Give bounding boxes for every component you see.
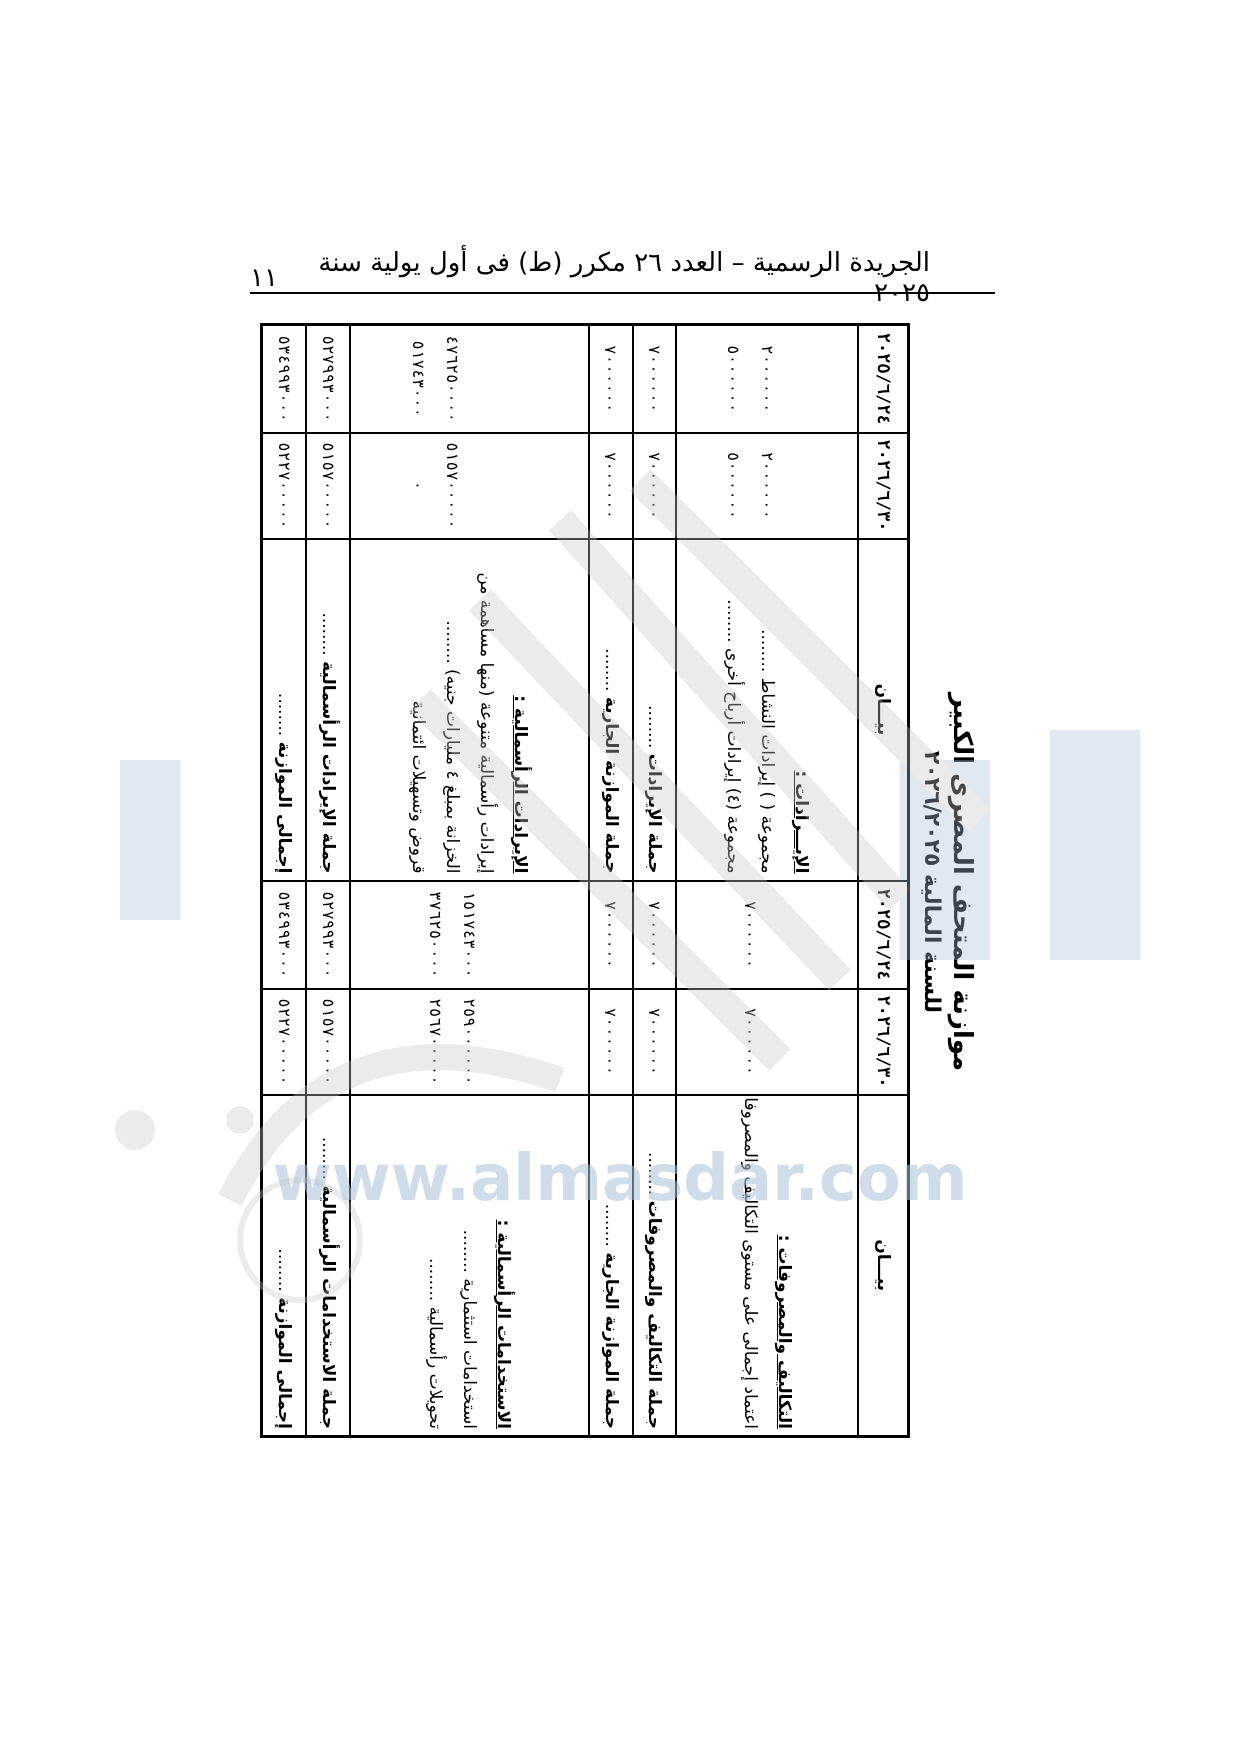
- document-title-line2: للسنة المالية ٢٠٢٦/٢٠٢٥: [919, 750, 945, 1014]
- costs-grand-total-current: ٥٢٢٧٠٠٠٠٠: [261, 988, 307, 1095]
- revenue-grand-total-label: إجمالى الموازنة: [261, 538, 307, 881]
- capital-uses-previous: ١٥١٧٤٣٠٠٠ ٣٧٦٢٥٠٠٠٠: [349, 880, 589, 989]
- investments-label: استخدامات استثمارية: [452, 1102, 486, 1429]
- page-number: ١١: [250, 263, 278, 293]
- revenue-items-cell: الإيـــرادات : مجموعة ( ) إيرادات النشاط…: [676, 538, 858, 881]
- revenue-items-current: ٢٠٠٠٠٠٠ ٥٠٠٠٠٠٠: [676, 432, 858, 539]
- rotated-table-wrapper: موازنة المتحف المصرى الكبير للسنة المالي…: [260, 323, 977, 1438]
- costs-item1-current: ٧٠٠٠٠٠٠: [676, 988, 858, 1095]
- table-row: إجمالى الموازنة ٥٢٢٧٠٠٠٠٠ ٥٣٤٩٩٣٠٠٠ إجما…: [261, 324, 307, 1437]
- capital-item1-label-b: الخزانة بمبلغ ٤ مليارات جنيه): [435, 546, 469, 873]
- budget-table-rotated: موازنة المتحف المصرى الكبير للسنة المالي…: [260, 323, 977, 1438]
- costs-current-budget-label: جملة الموازنة الجارية: [588, 1094, 633, 1437]
- costs-section-title: التكاليف والمصروفات :: [774, 1234, 795, 1429]
- total-revenue-current: ٧٠٠٠٠٠٠: [632, 432, 677, 539]
- costs-current-budget-current: ٧٠٠٠٠٠٠: [588, 988, 633, 1095]
- total-capital-uses-current: ٥١٥٧٠٠٠٠٠: [306, 988, 350, 1095]
- header-statement-left: بيـــان: [858, 538, 909, 881]
- total-capital-uses-label: جملة الاستخدامات الرأسمالية: [306, 1094, 350, 1437]
- costs-item1-label: اعتماد إجمالى على مستوى التكاليف والمصرو…: [740, 1094, 761, 1430]
- capital-item1-label-a: إيرادات رأسمالية متنوعة (منها مساهمة من: [476, 572, 497, 874]
- header-date-current-left: ٢٠٢٦/٦/٣٠: [858, 432, 909, 539]
- costs-item1-previous: ٧٠٠٠٠٠٠: [676, 880, 858, 989]
- costs-items-cell: التكاليف والمصروفات : اعتماد إجمالى على …: [676, 1094, 858, 1437]
- revenue-items-previous: ٢٠٠٠٠٠٠ ٥٠٠٠٠٠٠: [676, 324, 858, 433]
- table-row: التكاليف والمصروفات : اعتماد إجمالى على …: [676, 324, 858, 1437]
- revenue-grand-total-previous: ٥٣٤٩٩٣٠٠٠: [261, 324, 307, 433]
- capital-item2-label: قروض وتسهيلات ائتمانية: [408, 700, 429, 874]
- costs-current-budget-previous: ٧٠٠٠٠٠٠: [588, 880, 633, 989]
- table-row: جملة التكاليف والمصروفات ٧٠٠٠٠٠٠ ٧٠٠٠٠٠٠…: [632, 324, 677, 1437]
- capital-revenue-cell: الإيرادات الرأسمالية : إيرادات رأسمالية …: [349, 538, 589, 881]
- capital-uses-cell: الاستخدامات الرأسمالية : استخدامات استثم…: [349, 1094, 589, 1437]
- document-title-line1: موازنة المتحف المصرى الكبير: [947, 692, 977, 1072]
- header-rule: [250, 292, 995, 294]
- total-capital-revenue-previous: ٥٢٧٩٩٣٠٠٠: [306, 324, 350, 433]
- header-statement-right: بيـــان: [858, 1094, 909, 1437]
- total-capital-revenue-current: ٥١٥٧٠٠٠٠٠: [306, 432, 350, 539]
- total-capital-revenue-label: جملة الإيرادات الرأسمالية: [306, 538, 350, 881]
- document-title: موازنة المتحف المصرى الكبير للسنة المالي…: [918, 326, 978, 1438]
- revenue-current-budget-previous: ٧٠٠٠٠٠٠: [588, 324, 633, 433]
- revenue-current-budget-label: جملة الموازنة الجارية: [588, 538, 633, 881]
- capital-revenue-title: الإيرادات الرأسمالية :: [510, 695, 531, 874]
- costs-grand-total-label: إجمالى الموازنة: [261, 1094, 307, 1437]
- revenue-current-budget-current: ٧٠٠٠٠٠٠: [588, 432, 633, 539]
- capital-uses-title: الاستخدامات الرأسمالية :: [493, 1219, 514, 1429]
- capital-uses-current: ٢٥٩٠٠٠٠٠٠ ٢٥٦٧٠٠٠٠٠: [349, 988, 589, 1095]
- total-revenue-label: جملة الإيرادات: [632, 538, 677, 881]
- total-capital-uses-previous: ٥٢٧٩٩٣٠٠٠: [306, 880, 350, 989]
- budget-table: بيـــان ٢٠٢٦/٦/٣٠ ٢٠٢٥/٦/٢٤ بيـــان ٢٠٢٦…: [260, 323, 910, 1438]
- revenue-grand-total-current: ٥٢٢٧٠٠٠٠٠: [261, 432, 307, 539]
- total-revenue-previous: ٧٠٠٠٠٠٠: [632, 324, 677, 433]
- costs-grand-total-previous: ٥٣٤٩٩٣٠٠٠: [261, 880, 307, 989]
- table-row: جملة الموازنة الجارية ٧٠٠٠٠٠٠ ٧٠٠٠٠٠٠ جم…: [588, 324, 633, 1437]
- header-date-previous-left: ٢٠٢٥/٦/٢٤: [858, 324, 909, 433]
- header-date-current-right: ٢٠٢٦/٦/٣٠: [858, 988, 909, 1095]
- total-costs-current: ٧٠٠٠٠٠٠: [632, 988, 677, 1095]
- header-date-previous-right: ٢٠٢٥/٦/٢٤: [858, 880, 909, 989]
- total-costs-previous: ٧٠٠٠٠٠٠: [632, 880, 677, 989]
- table-row: جملة الاستخدامات الرأسمالية ٥١٥٧٠٠٠٠٠ ٥٢…: [306, 324, 350, 1437]
- revenue-item1-label: مجموعة ( ) إيرادات النشاط: [750, 546, 784, 874]
- capital-transfers-label: تحويلات رأسمالية: [418, 1102, 452, 1429]
- table-row: الاستخدامات الرأسمالية : استخدامات استثم…: [349, 324, 589, 1437]
- page-header: الجريدة الرسمية – العدد ٢٦ مكرر (ط) فى أ…: [250, 248, 930, 308]
- revenue-section-title: الإيـــرادات :: [791, 770, 812, 874]
- gazette-title: الجريدة الرسمية – العدد ٢٦ مكرر (ط) فى أ…: [318, 248, 930, 308]
- capital-revenue-current: ٥١٥٧٠٠٠٠٠ ٠: [349, 432, 589, 539]
- table-header-row: بيـــان ٢٠٢٦/٦/٣٠ ٢٠٢٥/٦/٢٤ بيـــان ٢٠٢٦…: [858, 324, 909, 1437]
- revenue-item2-label: مجموعة (٤) إيرادات أرباح أخرى: [716, 546, 750, 874]
- capital-revenue-previous: ٤٧٦٢٥٠٠٠٠ ٥١٧٤٣٠٠٠: [349, 324, 589, 433]
- total-costs-label: جملة التكاليف والمصروفات: [632, 1094, 677, 1437]
